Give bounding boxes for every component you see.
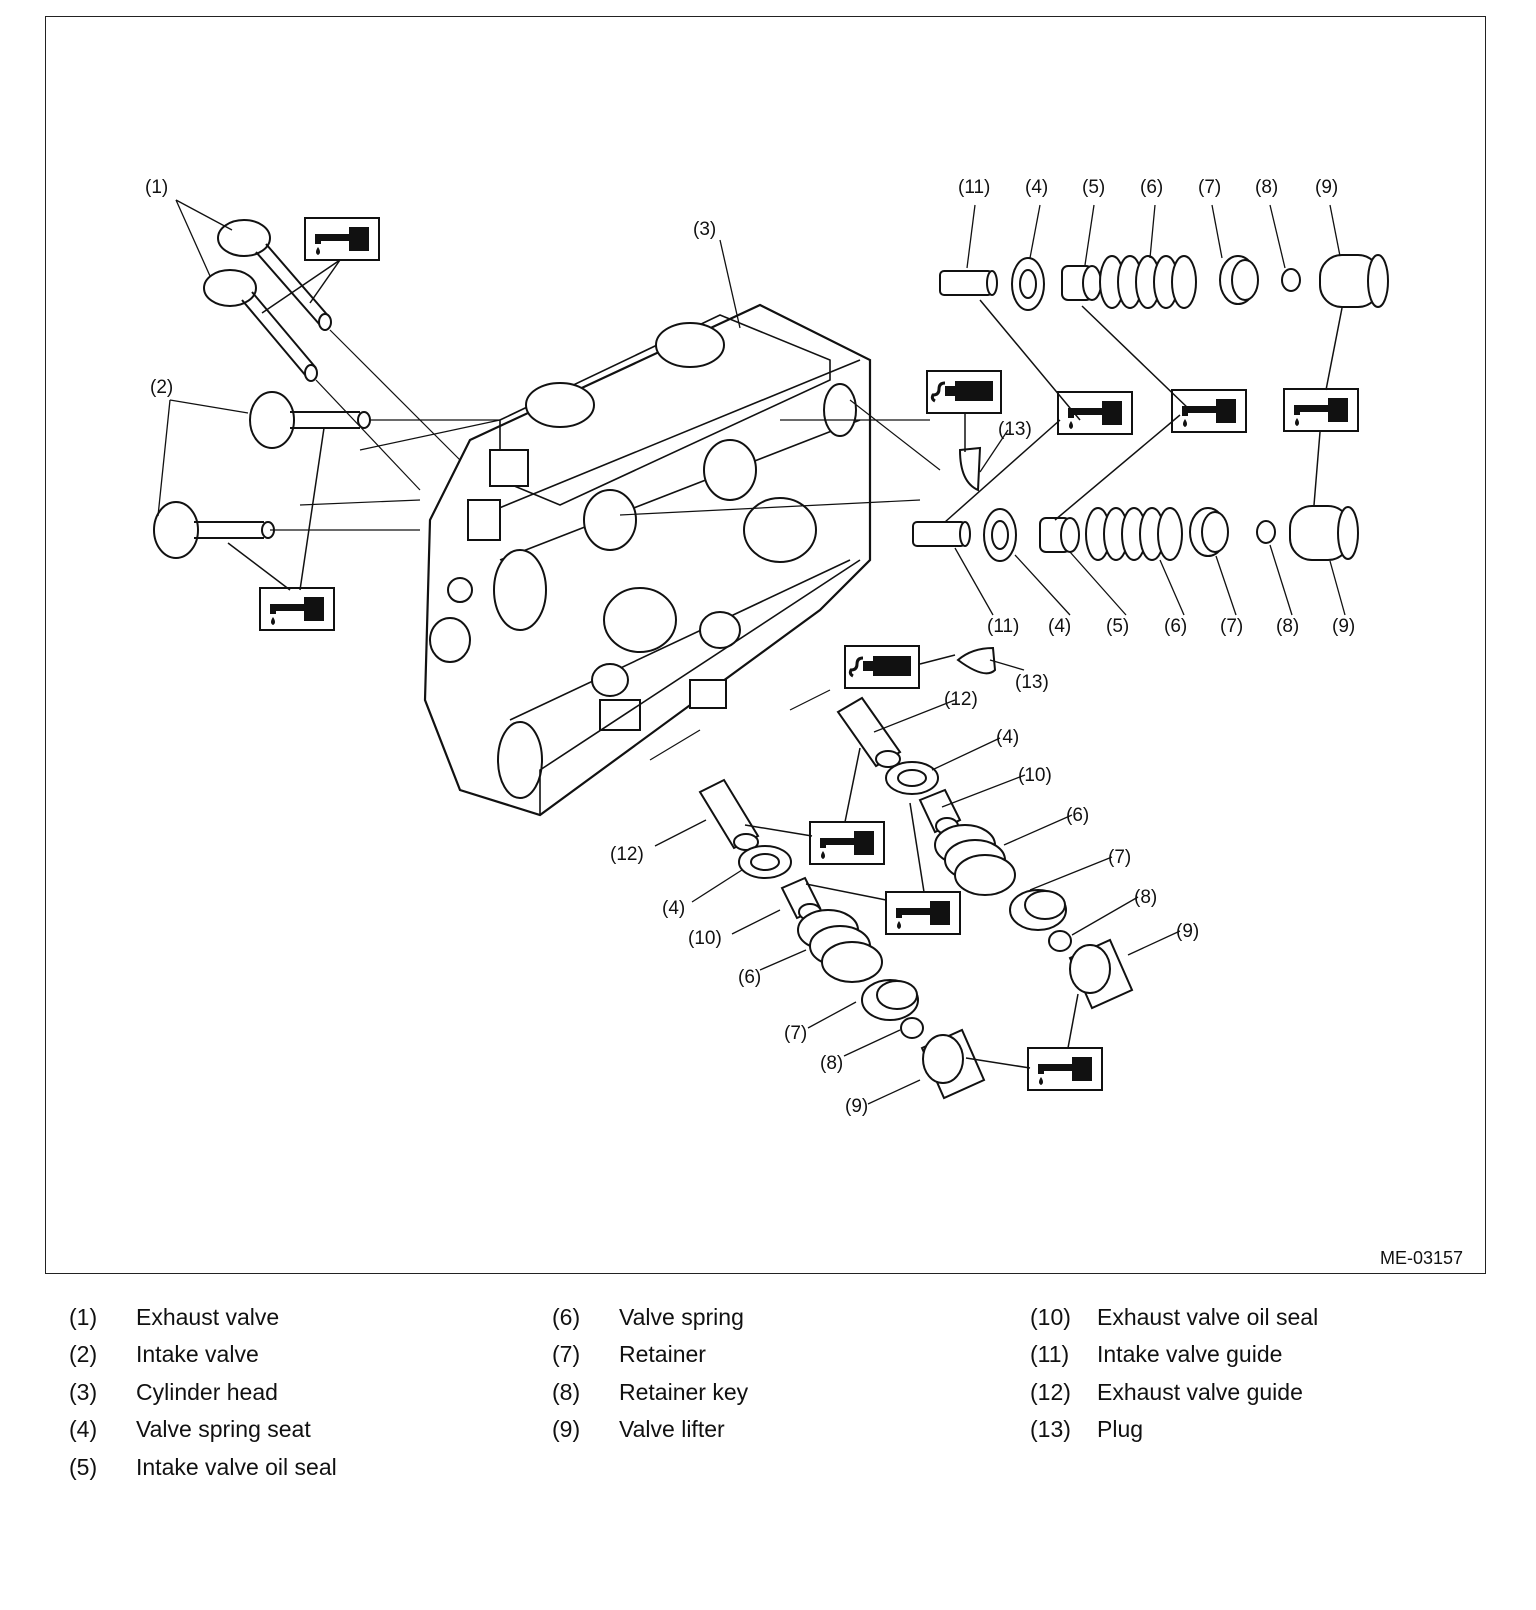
callout-7: (7) [784,1023,807,1044]
exhaust-valve-lower [203,269,318,382]
legend-item: (9)Valve lifter [552,1416,725,1442]
oil-can-icon [1171,389,1247,433]
callout-4: (4) [996,727,1019,748]
leader-arrows [227,259,1343,1069]
callout-6: (6) [1164,616,1187,637]
callout-8: (8) [820,1053,843,1074]
intake-valve-upper [249,391,371,449]
exploded-diagram: (1) (2) (3) (11) (4) (5) (6) (7) (8) (9)… [145,177,1463,1268]
figure-frame [45,16,1486,1274]
sealant-tube-icon [925,369,1003,415]
oil-can-icon [259,587,335,631]
legend-item: (3)Cylinder head [69,1379,278,1405]
callout-2: (2) [150,377,173,398]
callout-12: (12) [944,689,978,710]
callout-11: (11) [987,616,1019,637]
legend-item: (2)Intake valve [69,1341,259,1367]
callout-1: (1) [145,177,168,198]
sealant-tube-icon [843,644,921,690]
callout-4: (4) [662,898,685,919]
callout-4: (4) [1025,177,1048,198]
cylinder-head [423,303,872,817]
callout-5: (5) [1082,177,1105,198]
legend-item: (11)Intake valve guide [1030,1341,1283,1367]
legend-item: (1)Exhaust valve [69,1304,280,1330]
callout-12: (12) [610,844,644,865]
callout-5: (5) [1106,616,1129,637]
callout-10: (10) [688,928,722,949]
oil-can-icon [304,217,380,261]
oil-can-icon [1057,391,1133,435]
callout-6: (6) [1066,805,1089,826]
legend-item: (4)Valve spring seat [69,1416,311,1442]
legend-item: (7)Retainer [552,1341,706,1367]
oil-can-icon [1283,388,1359,432]
callout-9: (9) [1332,616,1355,637]
legend-item: (10)Exhaust valve oil seal [1030,1304,1319,1330]
intake-row-upper [939,254,1389,311]
callout-8: (8) [1255,177,1278,198]
callout-7: (7) [1108,847,1131,868]
legend-item: (5)Intake valve oil seal [69,1454,337,1480]
intake-valve-lower [153,501,275,559]
legend-item: (8)Retainer key [552,1379,749,1405]
callout-4: (4) [1048,616,1071,637]
oil-can-icon [809,821,885,865]
figure-code: ME-03157 [1380,1248,1463,1268]
legend-item: (12)Exhaust valve guide [1030,1379,1303,1405]
oil-can-icon [885,891,961,935]
callout-13: (13) [1015,672,1049,693]
callout-7: (7) [1198,177,1221,198]
callout-labels: (1) (2) (3) (11) (4) (5) (6) (7) (8) (9)… [145,177,1355,1117]
plug-upper [958,446,982,492]
callout-13: (13) [998,419,1032,440]
callout-9: (9) [1176,921,1199,942]
callout-11: (11) [958,177,990,198]
callout-9: (9) [845,1096,868,1117]
exhaust-row-left [698,778,986,1100]
callout-7: (7) [1220,616,1243,637]
exhaust-row-right [836,696,1134,1010]
legend-item: (13)Plug [1030,1416,1144,1442]
callout-6: (6) [1140,177,1163,198]
callout-6: (6) [738,967,761,988]
callout-8: (8) [1134,887,1157,908]
callout-3: (3) [693,219,716,240]
alignment-lines [270,329,941,761]
callout-8: (8) [1276,616,1299,637]
callout-10: (10) [1018,765,1052,786]
oil-can-icon [1027,1047,1103,1091]
callout-9: (9) [1315,177,1338,198]
callout-leaders [157,199,1346,1105]
legend-item: (6)Valve spring [552,1304,744,1330]
plug-lower [956,646,997,675]
intake-row-lower [912,505,1359,562]
